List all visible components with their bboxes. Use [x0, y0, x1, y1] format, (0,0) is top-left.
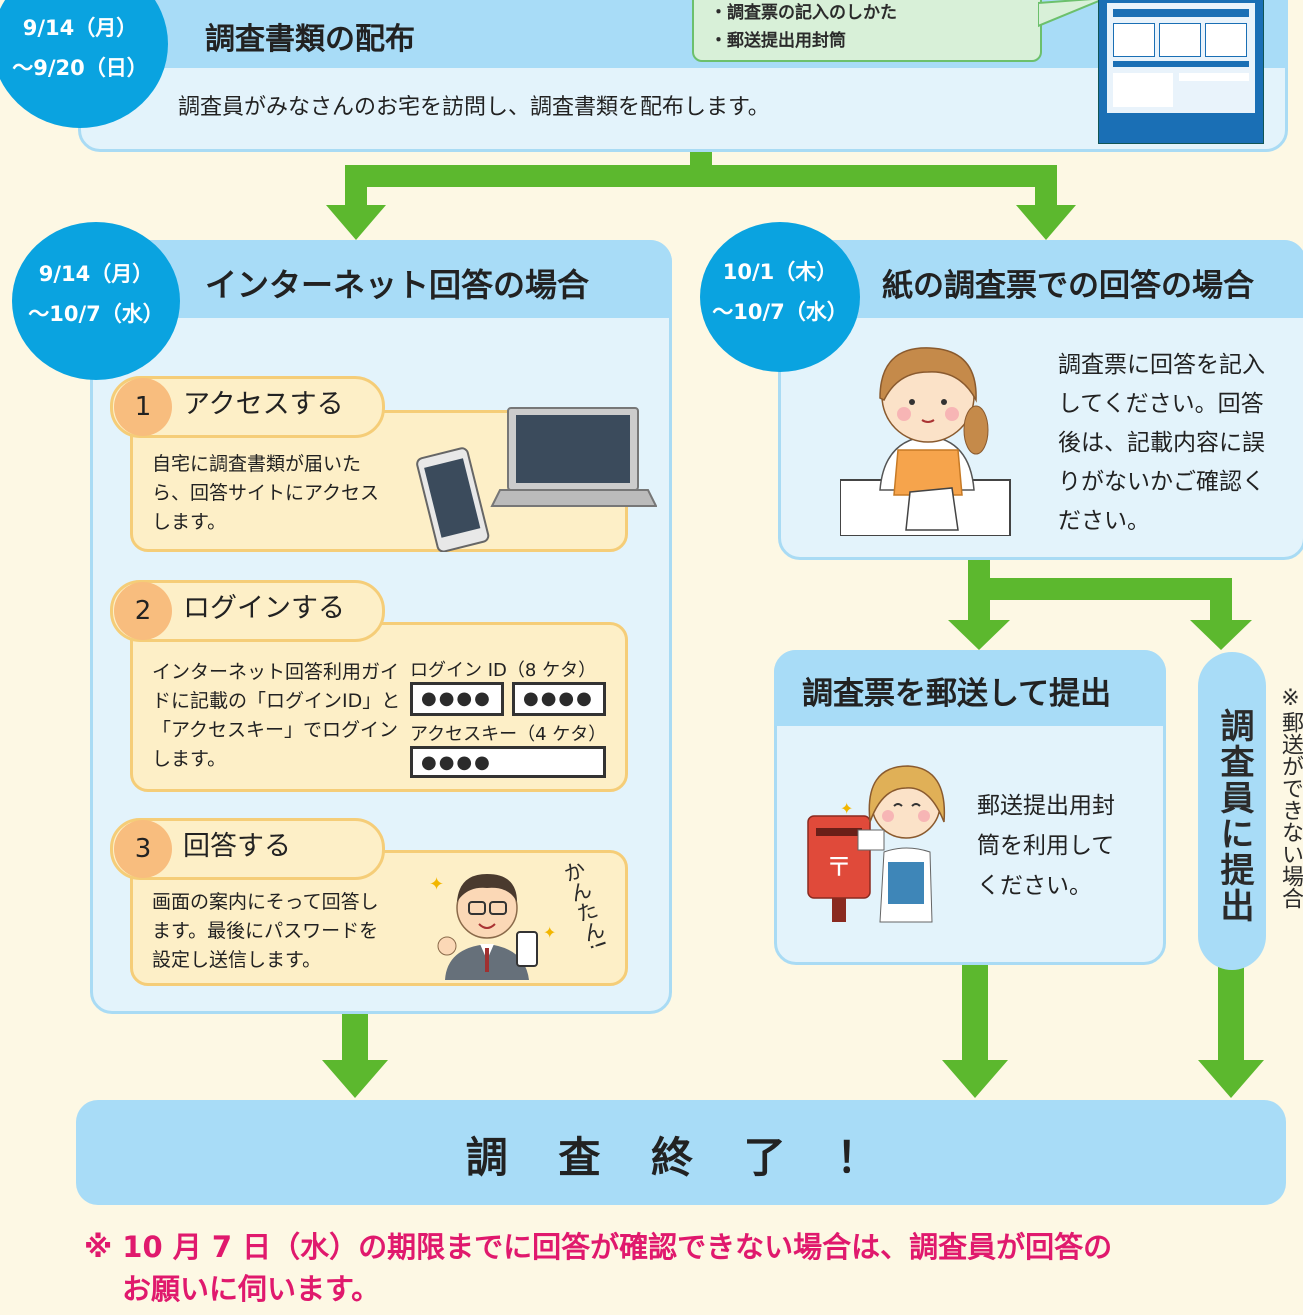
woman-writing-illustration: [840, 347, 1011, 536]
bubble-item-1: ・調査票の記入のしかた: [710, 3, 897, 23]
paper-text: 調査票に回答を記入してください。回答後は、記載内容に誤りがないかご確認ください。: [1058, 352, 1265, 534]
step-2-title: ログインする: [183, 593, 345, 624]
step-3-number: 3: [114, 820, 172, 878]
svg-text:〒: 〒: [826, 853, 852, 883]
deadline-footnote-line1: ※ 10 月 7 日（水）の期限までに回答が確認できない場合は、調査員が回答の: [84, 1230, 1113, 1264]
paper-date-circle: 10/1（木） ～10/7（水）: [700, 222, 860, 372]
distribution-header: [78, 0, 1288, 68]
step-1-number: 1: [114, 378, 172, 436]
paper-date-line1: 10/1（木）: [722, 260, 838, 284]
bubble-tail: [1038, 0, 1104, 28]
step-1-text: 自宅に調査書類が届いたら、回答サイトにアクセスします。: [152, 453, 380, 533]
brochure-thumbnail: [1098, 0, 1264, 144]
mailbox-woman-illustration: 〒 ✦: [807, 765, 946, 923]
paper-title: 紙の調査票での回答の場合: [882, 268, 1254, 304]
access-key-label: アクセスキー（4 ケタ）: [410, 724, 607, 745]
mail-text: 郵送提出用封筒を利用してください。: [977, 793, 1115, 899]
svg-text:✦: ✦: [429, 874, 444, 895]
internet-header: [90, 240, 672, 318]
end-text: 調 査 終 了 ！: [465, 1133, 897, 1182]
bubble-item-2: ・郵送提出用封筒: [710, 31, 846, 51]
step-2-text: インターネット回答利用ガイドに記載の「ログインID」と「アクセスキー」でログイン…: [152, 661, 401, 770]
mail-header: [774, 650, 1166, 726]
documents-bubble: ・調査票の記入のしかた ・郵送提出用封筒: [692, 0, 1042, 62]
step-3-text: 画面の案内にそって回答します。最後にパスワードを設定し送信します。: [152, 891, 379, 971]
internet-date-line1: 9/14（月）: [38, 262, 154, 286]
svg-text:✦: ✦: [543, 923, 556, 942]
svg-text:✦: ✦: [840, 799, 853, 818]
login-id-label: ログイン ID（8 ケタ）: [410, 660, 597, 681]
step-1-title: アクセスする: [183, 389, 344, 420]
distribution-title: 調査書類の配布: [205, 22, 415, 57]
man-smartphone-illustration: ✦ ✦: [429, 874, 556, 980]
internet-date-circle: 9/14（月） ～10/7（水）: [12, 222, 180, 380]
step-2-number: 2: [114, 582, 172, 640]
end-box: 調 査 終 了 ！: [76, 1100, 1286, 1205]
deadline-footnote-line2: お願いに伺います。: [122, 1272, 381, 1306]
internet-date-line2: ～10/7（水）: [28, 302, 164, 326]
internet-title: インターネット回答の場合: [205, 266, 590, 304]
access-key-box: ●●●●: [410, 746, 606, 778]
login-id-box-1: ●●●●: [410, 682, 504, 716]
collector-title: 調査員に提出: [1214, 708, 1254, 924]
mail-title: 調査票を郵送して提出: [802, 676, 1112, 712]
paper-header: [778, 240, 1303, 318]
collector-note: ※郵送ができない場合: [1278, 686, 1303, 909]
login-id-box-2: ●●●●: [512, 682, 606, 716]
step-3-title: 回答する: [183, 831, 291, 862]
distribution-date-line2: ～9/20（日）: [12, 56, 148, 80]
distribution-description: 調査員がみなさんのお宅を訪問し、調査書類を配布します。: [178, 95, 770, 120]
paper-date-line2: ～10/7（水）: [712, 300, 848, 324]
collector-pill: [1198, 652, 1266, 970]
distribution-date-line1: 9/14（月）: [22, 16, 138, 40]
laptop-phone-illustration: [416, 407, 657, 552]
